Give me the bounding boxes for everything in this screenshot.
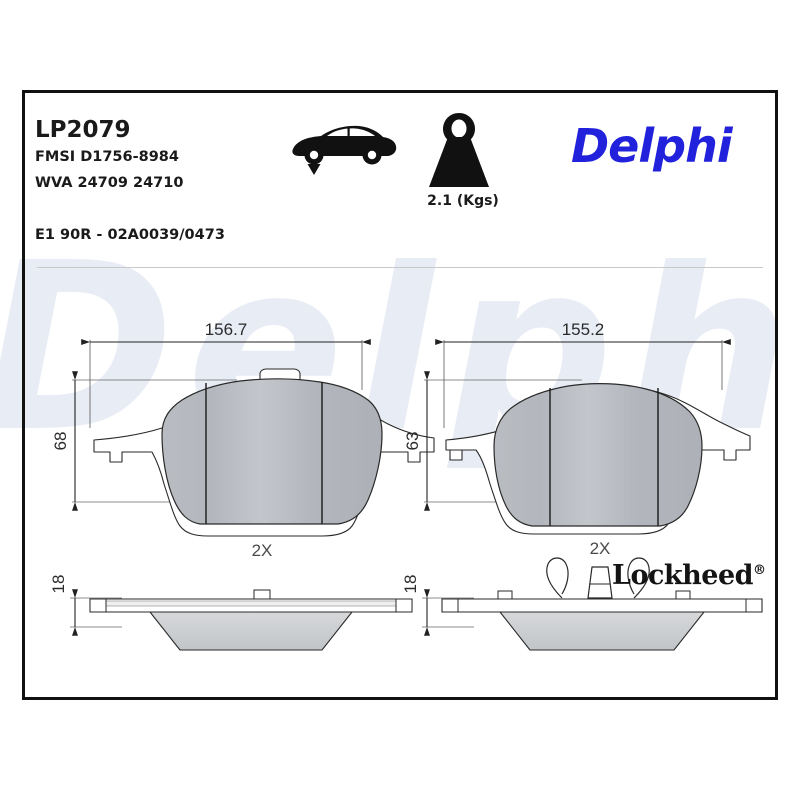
lockheed-wordmark: Lockheed — [612, 560, 754, 591]
header-separator — [37, 267, 763, 268]
wva-code: WVA 24709 24710 — [35, 175, 184, 191]
weight-kettlebell-icon — [420, 111, 498, 200]
header-section: LP2079 FMSI D1756-8984 WVA 24709 24710 E… — [25, 93, 781, 268]
weight-value-label: 2.1 (Kgs) — [427, 193, 499, 209]
part-identification-block: LP2079 FMSI D1756-8984 WVA 24709 24710 — [35, 117, 183, 195]
car-front-axle-icon — [287, 113, 399, 190]
page-title: LP2079 — [35, 117, 131, 143]
lockheed-logo: Lockheed® — [612, 560, 766, 591]
registered-trademark-icon: ® — [753, 563, 766, 578]
approval-code: E1 90R - 02A0039/0473 — [35, 227, 225, 243]
drawing-frame: LP2079 FMSI D1756-8984 WVA 24709 24710 E… — [22, 90, 778, 700]
fmsi-code: FMSI D1756-8984 — [35, 149, 179, 165]
delphi-logo: Delphi — [571, 119, 733, 173]
